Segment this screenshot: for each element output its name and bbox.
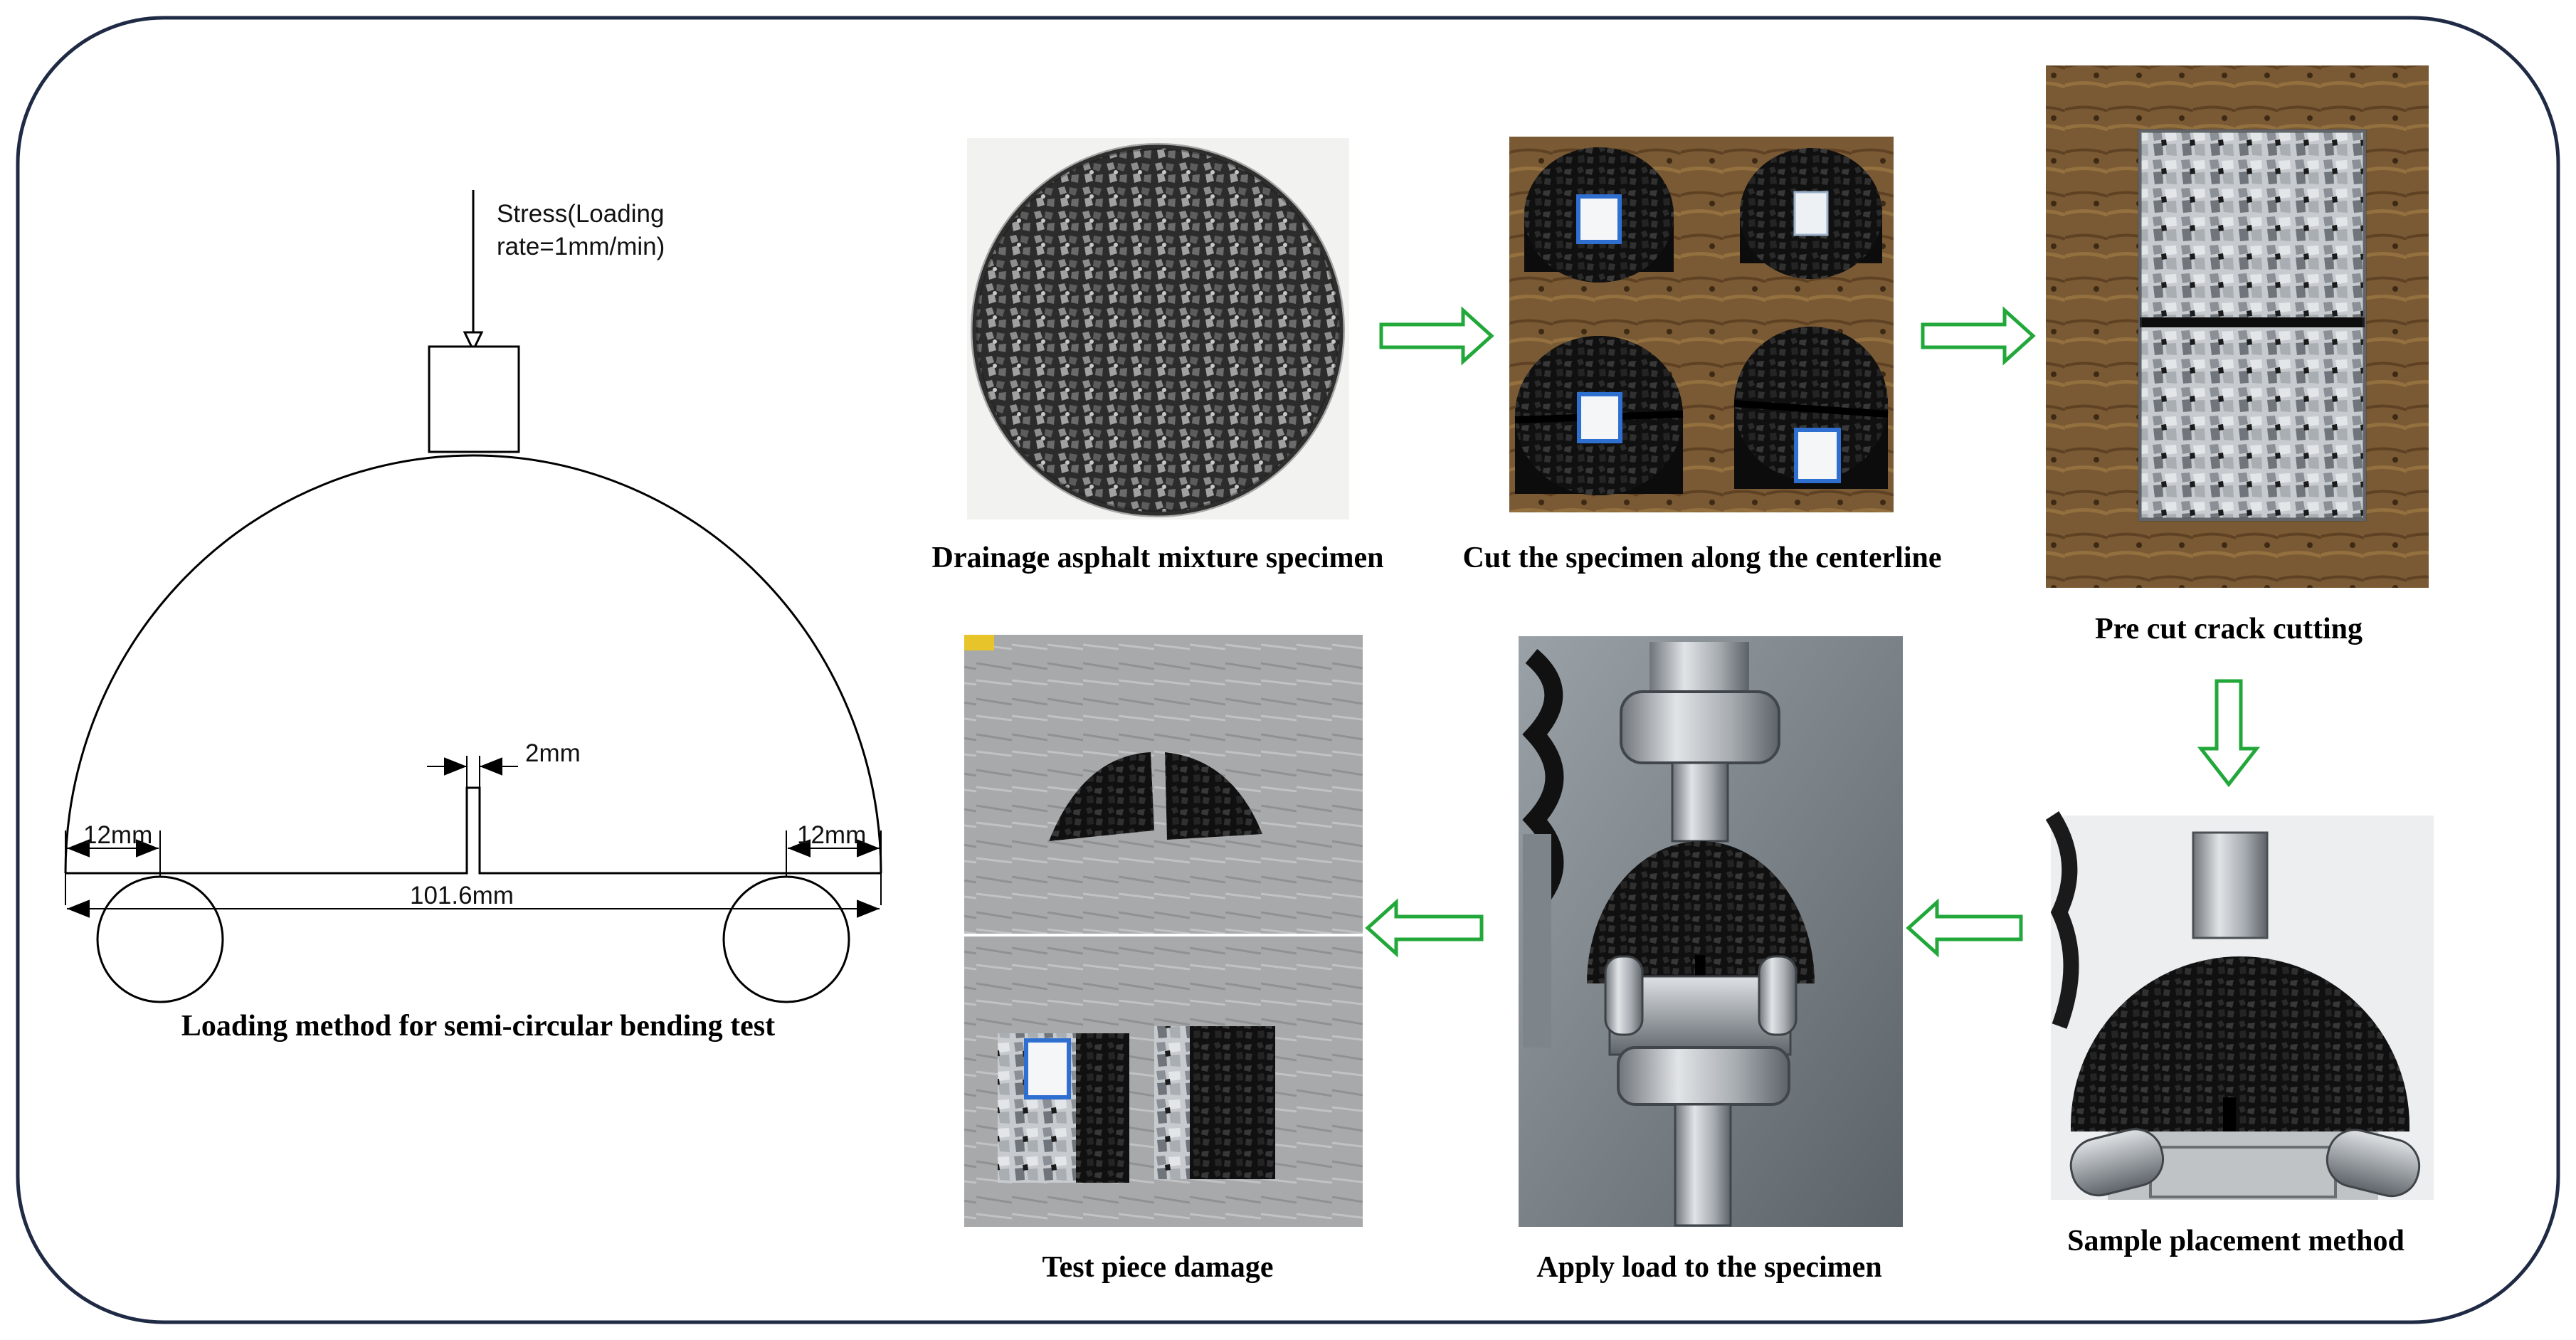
- right-offset-label: 12mm: [797, 821, 866, 849]
- flow-arrow-4: [1906, 898, 2023, 958]
- stress-label-line2: rate=1mm/min): [497, 233, 665, 260]
- photo-apply-load: [1519, 636, 1903, 1227]
- flow-arrow-1: [1379, 306, 1494, 366]
- left-support-roller: [96, 875, 224, 1003]
- load-arrow-head: [463, 331, 484, 353]
- caption-apply-load: Apply load to the specimen: [1536, 1251, 1881, 1284]
- caption-test-damage: Test piece damage: [1042, 1251, 1273, 1284]
- caption-drainage-specimen: Drainage asphalt mixture specimen: [931, 542, 1383, 574]
- photo-sample-placement: [2045, 811, 2434, 1200]
- caption-sample-placement: Sample placement method: [2067, 1225, 2405, 1257]
- stress-label-line1: Stress(Loading: [497, 200, 664, 228]
- caption-precut-crack: Pre cut crack cutting: [2095, 613, 2363, 645]
- photo-cut-specimen: [1509, 137, 1894, 512]
- left-offset-label: 12mm: [83, 821, 152, 849]
- diameter-label: 101.6mm: [410, 882, 514, 909]
- flow-arrow-2: [1921, 306, 2036, 366]
- specimen-base-with-notch: [65, 786, 881, 875]
- loading-head: [428, 345, 520, 453]
- flow-arrow-3: [2197, 679, 2261, 788]
- notch-width-label: 2mm: [525, 739, 581, 767]
- photo-test-damage: [964, 635, 1363, 1227]
- schematic-caption: Loading method for semi-circular bending…: [181, 1010, 775, 1043]
- flow-arrow-5: [1365, 898, 1484, 958]
- photo-precut-crack: [2046, 65, 2429, 588]
- specimen-disc: [972, 144, 1344, 516]
- figure-frame: Stress(Loading rate=1mm/min) 2mm 12mm: [16, 16, 2560, 1324]
- caption-cut-specimen: Cut the specimen along the centerline: [1462, 542, 1941, 574]
- photo-drainage-specimen: [967, 138, 1349, 519]
- semicircle-specimen-outline: [64, 454, 882, 874]
- right-support-roller: [722, 875, 850, 1003]
